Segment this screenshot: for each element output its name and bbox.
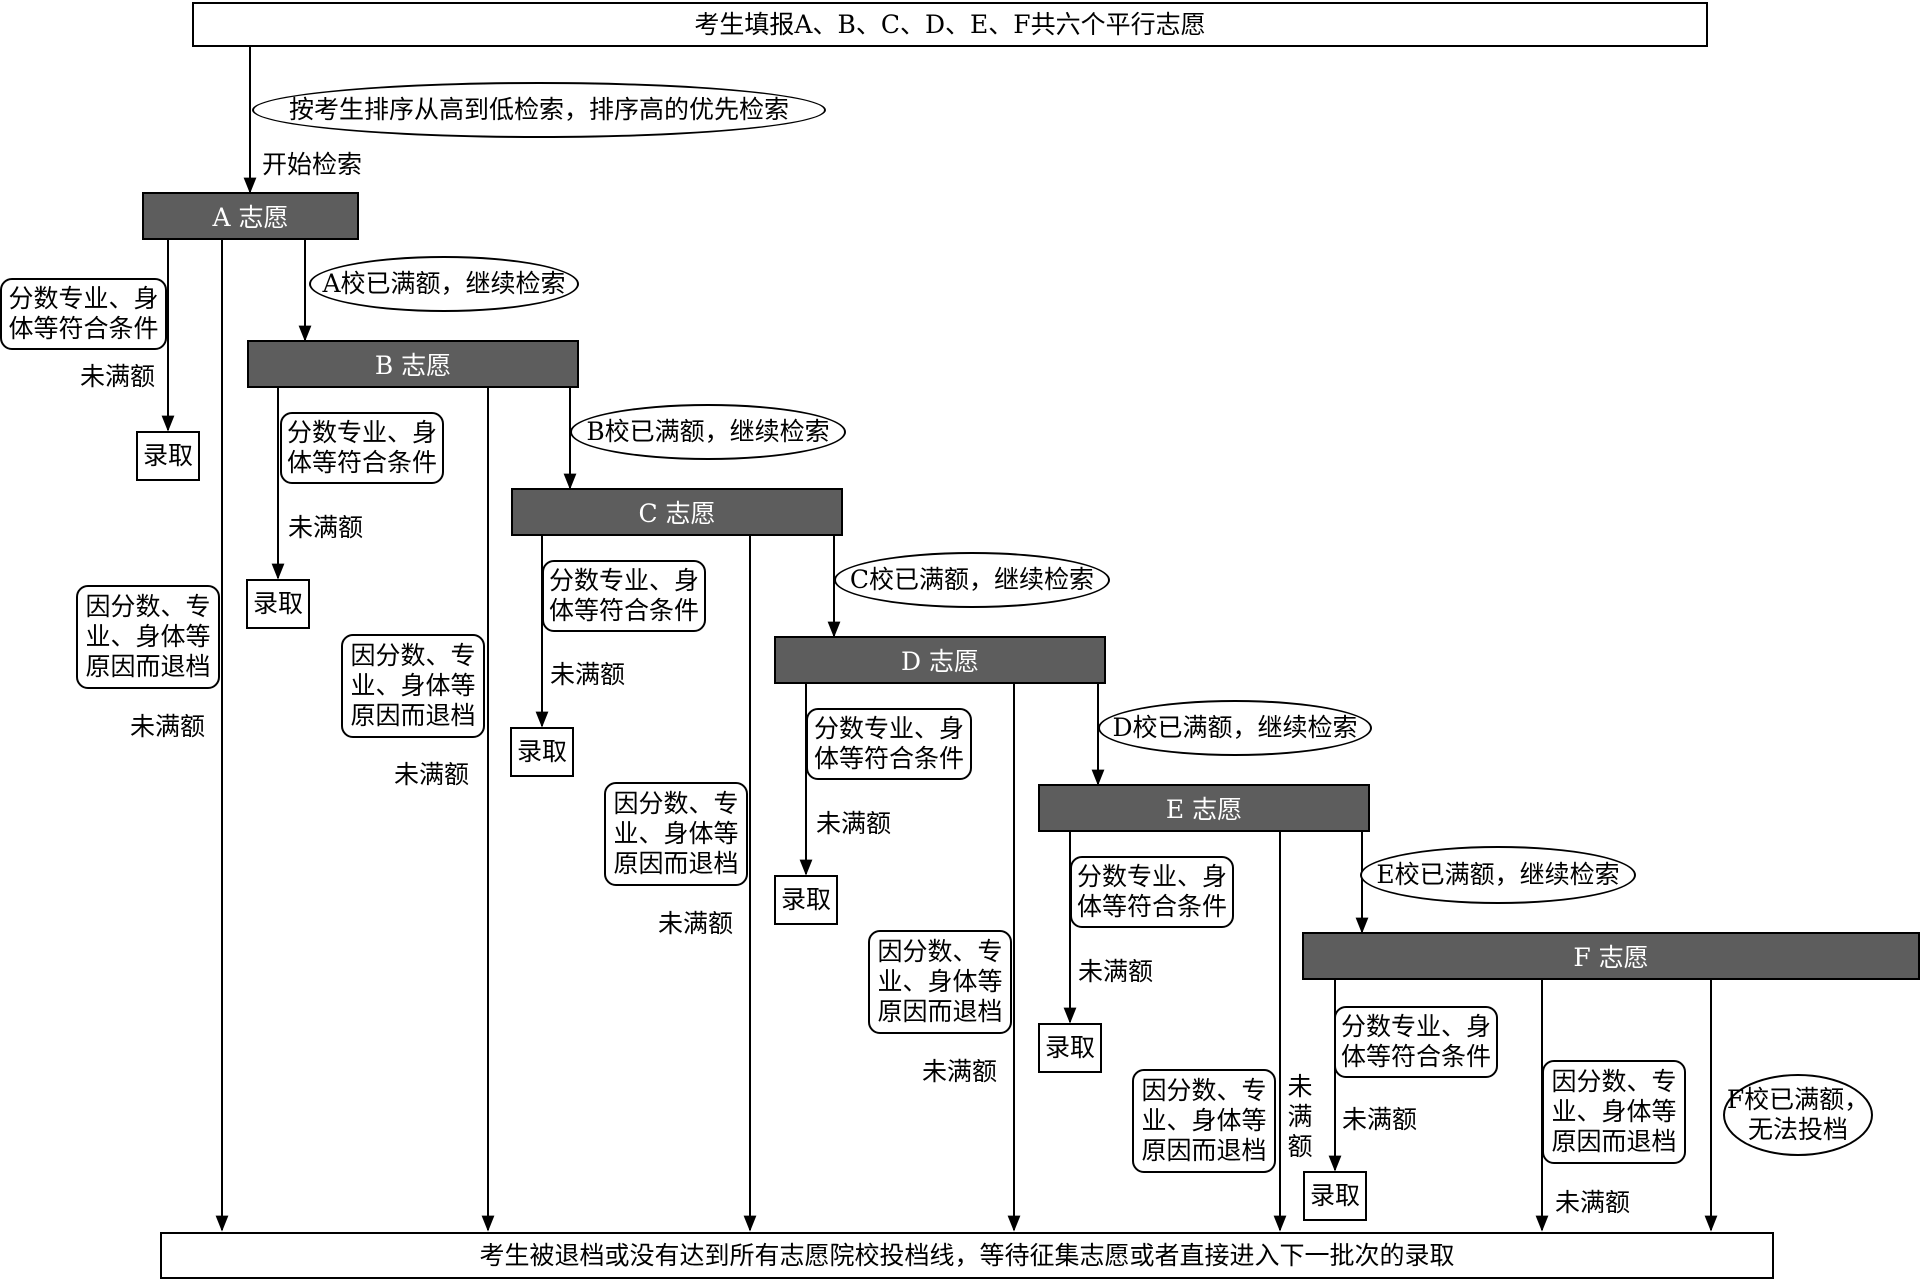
not-full-label-f: 未满额 (1342, 1105, 1418, 1134)
rejected-box-b: 因分数、专 业、身体等 原因而退档 (341, 634, 485, 738)
admit-box-a: 录取 (136, 431, 200, 481)
choice-e: E 志愿 (1038, 784, 1370, 832)
not-full-label-reject-f: 未满额 (1555, 1188, 1631, 1217)
rejected-box-f: 因分数、专 业、身体等 原因而退档 (1542, 1060, 1686, 1164)
not-full-label-c: 未满额 (550, 660, 626, 689)
not-full-label-reject-b: 未满额 (394, 760, 470, 789)
e-full-ellipse: E校已满额，继续检索 (1360, 846, 1636, 904)
admit-box-f: 录取 (1303, 1171, 1367, 1221)
meets-condition-a: 分数专业、身 体等符合条件 (0, 278, 167, 350)
meets-condition-c: 分数专业、身 体等符合条件 (542, 560, 706, 632)
b-full-ellipse: B校已满额，继续检索 (570, 404, 846, 460)
admit-box-d: 录取 (774, 875, 838, 925)
bottom-box: 考生被退档或没有达到所有志愿院校投档线，等待征集志愿或者直接进入下一批次的录取 (160, 1232, 1774, 1279)
not-full-label-e: 未满额 (1078, 957, 1154, 986)
choice-d: D 志愿 (774, 636, 1106, 684)
not-full-label-reject-e: 未 满 额 (1287, 1072, 1313, 1161)
a-full-ellipse: A校已满额，继续检索 (309, 256, 579, 312)
admit-box-e: 录取 (1038, 1023, 1102, 1073)
choice-a: A 志愿 (142, 192, 359, 240)
c-full-ellipse: C校已满额，继续检索 (834, 552, 1110, 608)
admit-box-b: 录取 (246, 579, 310, 629)
rejected-box-d: 因分数、专 业、身体等 原因而退档 (868, 930, 1012, 1034)
top-box: 考生填报A、B、C、D、E、F共六个平行志愿 (192, 2, 1708, 47)
choice-c: C 志愿 (511, 488, 843, 536)
not-full-label-reject-c: 未满额 (658, 909, 734, 938)
choice-f: F 志愿 (1302, 932, 1920, 980)
not-full-label-reject-d: 未满额 (922, 1057, 998, 1086)
f-full-ellipse: F校已满额， 无法投档 (1723, 1074, 1873, 1156)
not-full-label-a: 未满额 (80, 362, 156, 391)
choice-b: B 志愿 (247, 340, 579, 388)
start-search-label: 开始检索 (262, 150, 363, 179)
not-full-label-b: 未满额 (288, 513, 364, 542)
rejected-box-a: 因分数、专 业、身体等 原因而退档 (76, 585, 220, 689)
meets-condition-b: 分数专业、身 体等符合条件 (280, 412, 444, 484)
rejected-box-c: 因分数、专 业、身体等 原因而退档 (604, 782, 748, 886)
rejected-box-e: 因分数、专 业、身体等 原因而退档 (1132, 1069, 1276, 1173)
not-full-label-d: 未满额 (816, 809, 892, 838)
meets-condition-d: 分数专业、身 体等符合条件 (806, 708, 972, 780)
meets-condition-e: 分数专业、身 体等符合条件 (1070, 856, 1234, 928)
d-full-ellipse: D校已满额，继续检索 (1098, 700, 1372, 756)
admit-box-c: 录取 (510, 727, 574, 777)
search-order-ellipse: 按考生排序从高到低检索，排序高的优先检索 (252, 82, 826, 138)
meets-condition-f: 分数专业、身 体等符合条件 (1334, 1006, 1498, 1078)
not-full-label-reject-a: 未满额 (130, 712, 206, 741)
